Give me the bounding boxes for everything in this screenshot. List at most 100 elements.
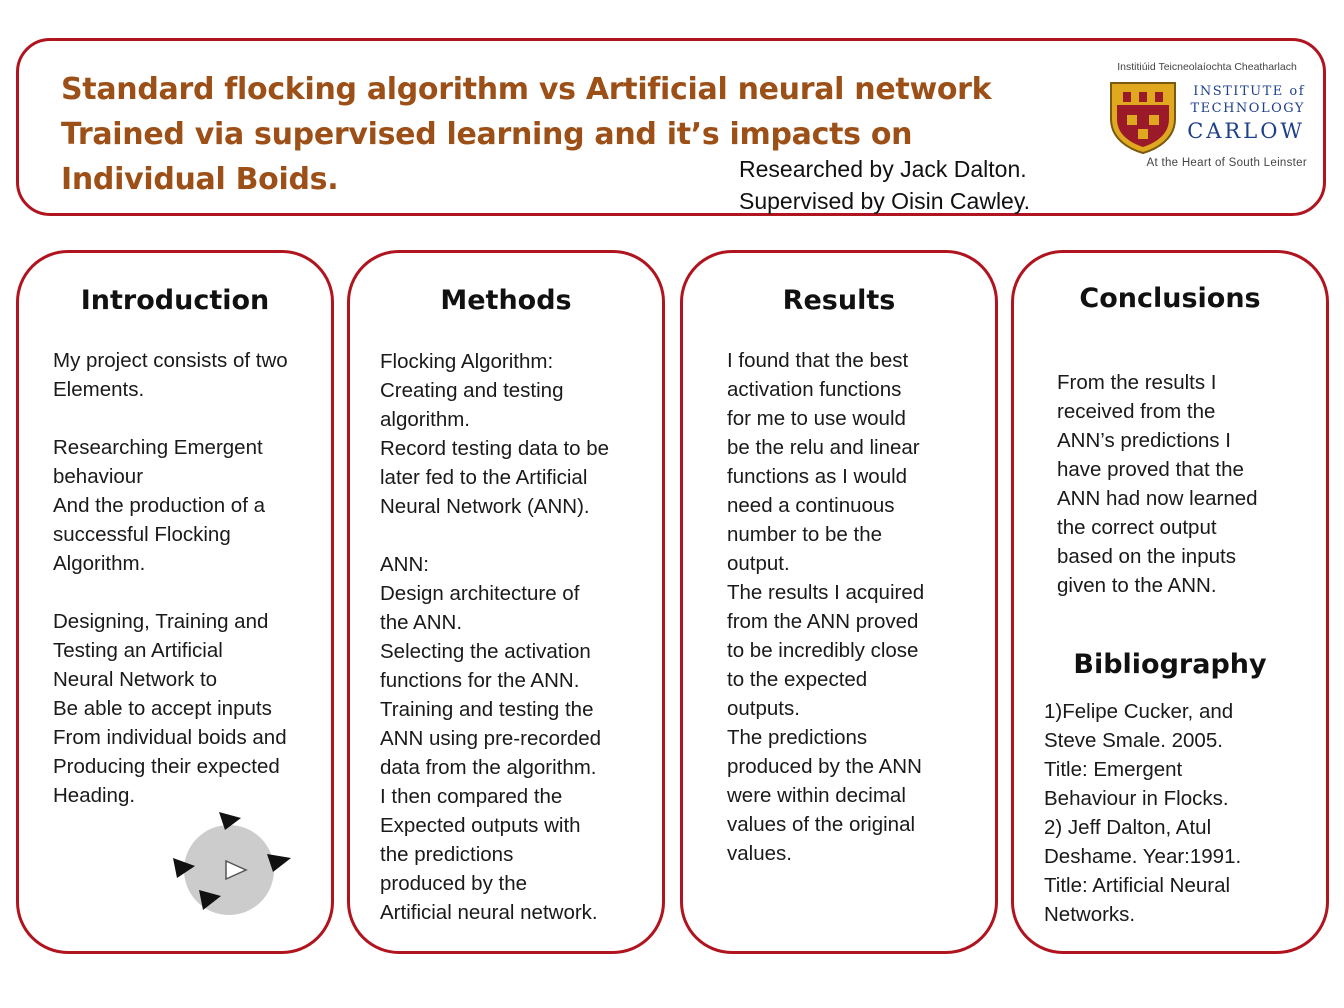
text-line: based on the inputs	[1057, 545, 1236, 568]
text-line: From individual boids and	[53, 726, 287, 749]
boid-flock-diagram	[173, 812, 291, 915]
boid-icon	[199, 890, 221, 910]
text-line: functions for the ANN.	[380, 669, 580, 692]
text-line	[53, 578, 288, 607]
boid-icon	[225, 859, 248, 881]
text-line: Networks.	[1044, 903, 1136, 926]
boid-icon	[173, 858, 195, 878]
text-line: Behaviour in Flocks.	[1044, 787, 1229, 810]
title-line: Trained via supervised learning and it’s…	[61, 117, 913, 152]
text-line: number to be the	[727, 523, 882, 546]
methods-panel: Methods Flocking Algorithm: Creating and …	[347, 250, 665, 954]
logo-line-technology: TECHNOLOGY	[1190, 101, 1305, 116]
text-line: Designing, Training and	[53, 610, 269, 633]
supervisor-line: Supervised by Oisin Cawley.	[739, 188, 1031, 214]
title-line: Standard flocking algorithm vs Artificia…	[61, 72, 992, 107]
text-line: received from the	[1057, 400, 1216, 423]
text-line: the ANN.	[380, 611, 463, 634]
text-line: 2) Jeff Dalton, Atul	[1044, 816, 1212, 839]
text-line: data from the algorithm.	[380, 756, 597, 779]
boid-icon	[219, 812, 241, 830]
researcher-line: Researched by Jack Dalton.	[739, 156, 1027, 182]
text-line: from the ANN proved	[727, 610, 919, 633]
text-line: have proved that the	[1057, 458, 1244, 481]
text-line	[53, 404, 288, 433]
text-line: Design architecture of	[380, 582, 580, 605]
text-line: Heading.	[53, 784, 136, 807]
text-line: Training and testing the	[380, 698, 594, 721]
logo-tagline: At the Heart of South Leinster	[1146, 157, 1307, 169]
boid-icon	[267, 854, 291, 872]
text-line: I then compared the	[380, 785, 563, 808]
text-line	[380, 521, 609, 550]
logo-wordmark: INSTITUTE of TECHNOLOGY CARLOW	[1185, 83, 1305, 145]
text-line: Selecting the activation	[380, 640, 591, 663]
conclusions-heading: Conclusions	[1079, 283, 1261, 314]
text-line: output.	[727, 552, 790, 575]
text-line: Deshame. Year:1991.	[1044, 845, 1242, 868]
text-line: activation functions	[727, 378, 902, 401]
institute-logo: Institiúid Teicneolaíochta Cheatharlach …	[1107, 61, 1307, 179]
results-panel: Results I found that the best activation …	[680, 250, 998, 954]
logo-line-carlow: CARLOW	[1187, 119, 1305, 143]
text-line: My project consists of two	[53, 349, 288, 372]
text-line: the predictions	[380, 843, 514, 866]
logo-irish-name: Institiúid Teicneolaíochta Cheatharlach	[1117, 61, 1297, 73]
text-line: Producing their expected	[53, 755, 280, 778]
text-line: successful Flocking	[53, 523, 231, 546]
text-line: ANN’s predictions I	[1057, 429, 1231, 452]
text-line: outputs.	[727, 697, 800, 720]
text-line: The predictions	[727, 726, 868, 749]
text-line: Expected outputs with	[380, 814, 581, 837]
title-line: Individual Boids.	[61, 162, 339, 197]
text-line: be the relu and linear	[727, 436, 920, 459]
text-line: were within decimal	[727, 784, 906, 807]
text-line: ANN had now learned	[1057, 487, 1258, 510]
text-line: the correct output	[1057, 516, 1217, 539]
text-line: ANN:	[380, 553, 429, 576]
text-line: Neural Network to	[53, 668, 218, 691]
byline: Researched by Jack Dalton. Supervised by…	[739, 153, 1030, 217]
header-banner: Standard flocking algorithm vs Artificia…	[16, 38, 1326, 216]
text-line: And the production of a	[53, 494, 265, 517]
text-line: Be able to accept inputs	[53, 697, 272, 720]
introduction-heading: Introduction	[80, 285, 270, 316]
text-line: Testing an Artificial	[53, 639, 223, 662]
methods-heading: Methods	[440, 285, 572, 316]
text-line: functions as I would	[727, 465, 908, 488]
text-line: algorithm.	[380, 408, 471, 431]
crest-icon	[1110, 82, 1176, 155]
text-line: given to the ANN.	[1057, 574, 1217, 597]
text-line: Elements.	[53, 378, 145, 401]
text-line: Creating and testing	[380, 379, 564, 402]
conclusions-panel: Conclusions From the results I received f…	[1011, 250, 1329, 954]
results-text: I found that the best activation function…	[727, 346, 924, 868]
text-line: Artificial neural network.	[380, 901, 598, 924]
bibliography-heading: Bibliography	[1073, 649, 1267, 680]
text-line: Steve Smale. 2005.	[1044, 729, 1223, 752]
text-line: From the results I	[1057, 371, 1217, 394]
results-heading: Results	[782, 285, 896, 316]
text-line: to the expected	[727, 668, 868, 691]
text-line: need a continuous	[727, 494, 895, 517]
text-line: produced by the	[380, 872, 528, 895]
text-line: 1)Felipe Cucker, and	[1044, 700, 1234, 723]
text-line: Record testing data to be	[380, 437, 610, 460]
text-line: I found that the best	[727, 349, 909, 372]
methods-text: Flocking Algorithm: Creating and testing a…	[380, 347, 609, 927]
text-line: Title: Emergent	[1044, 758, 1183, 781]
text-line: for me to use would	[727, 407, 906, 430]
text-line: Researching Emergent	[53, 436, 263, 459]
text-line: Neural Network (ANN).	[380, 495, 590, 518]
text-line: ANN using pre-recorded	[380, 727, 602, 750]
text-line: behaviour	[53, 465, 144, 488]
text-line: Flocking Algorithm:	[380, 350, 554, 373]
text-line: The results I acquired	[727, 581, 925, 604]
text-line: later fed to the Artificial	[380, 466, 588, 489]
logo-line-institute: INSTITUTE of	[1193, 84, 1305, 99]
text-line: Title: Artificial Neural	[1044, 874, 1231, 897]
